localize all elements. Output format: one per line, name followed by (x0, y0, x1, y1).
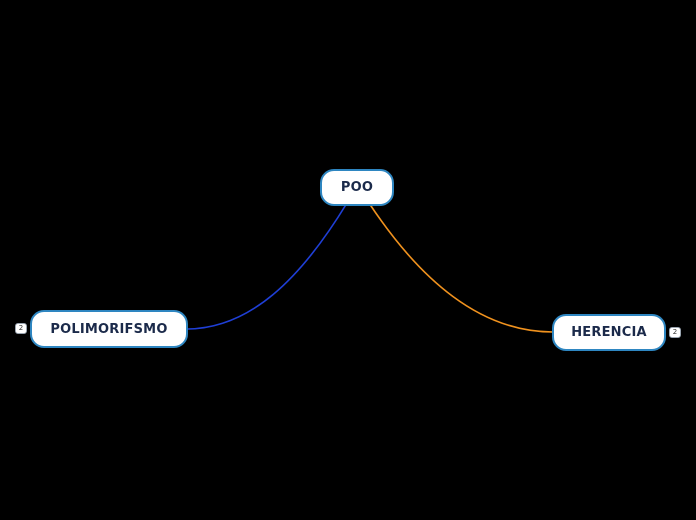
collapsed-count-badge-herencia[interactable]: 2 (669, 327, 681, 338)
topic-node-polimorifsmo[interactable]: POLIMORIFSMO (30, 310, 188, 348)
collapsed-count-badge-polimorifsmo[interactable]: 2 (15, 323, 27, 334)
topic-label-herencia: HERENCIA (571, 325, 647, 340)
topic-node-herencia[interactable]: HERENCIA (552, 314, 666, 351)
topic-label-polimorifsmo: POLIMORIFSMO (50, 321, 168, 337)
central-topic-label: POO (340, 180, 374, 195)
connector-poo-polimorifsmo (187, 202, 348, 330)
central-topic-node[interactable]: POO (320, 169, 394, 206)
connector-poo-herencia (368, 202, 554, 333)
